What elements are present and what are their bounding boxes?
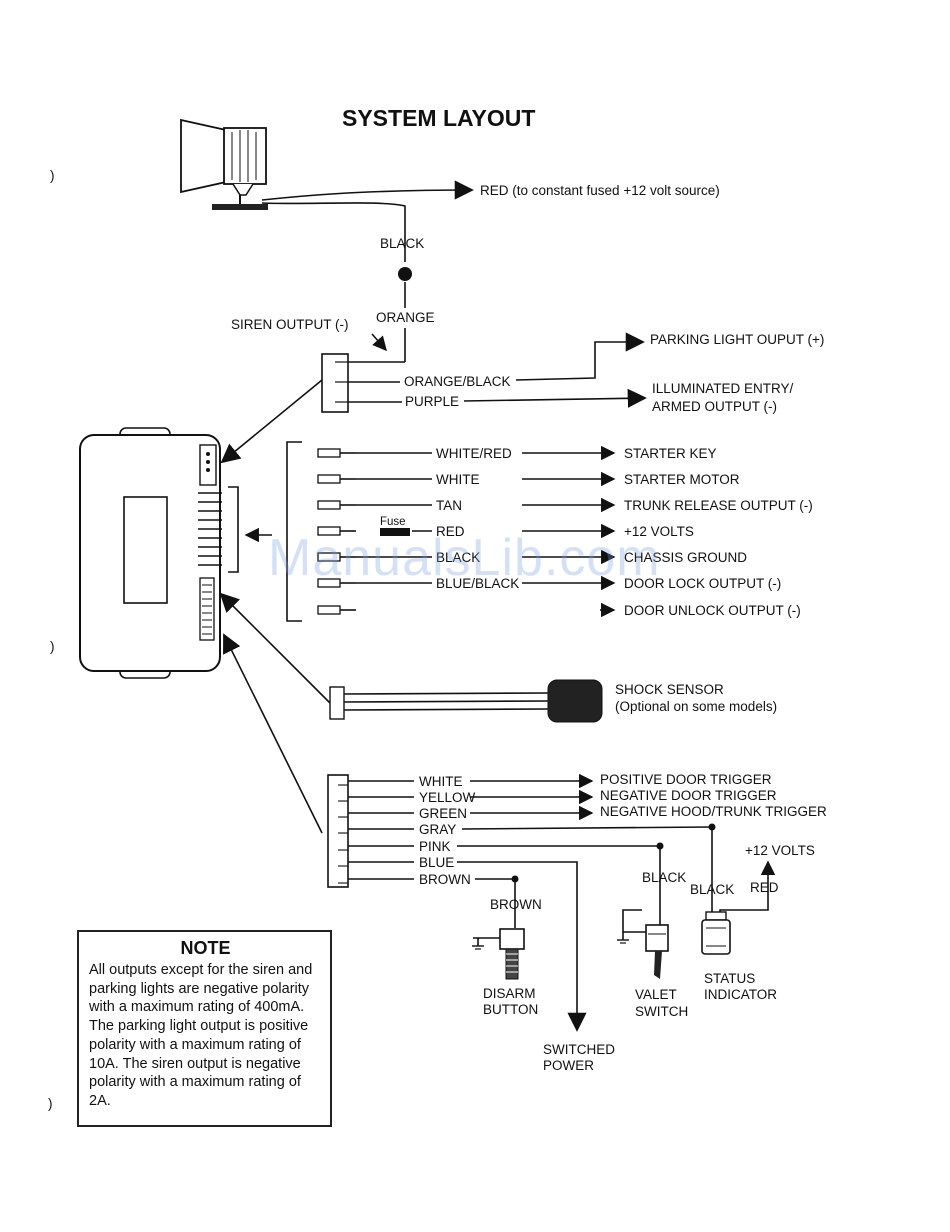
input-wire-color-label: YELLOW bbox=[419, 790, 476, 805]
main-wire-output-label: STARTER MOTOR bbox=[624, 472, 740, 487]
status-label-line1: STATUS bbox=[704, 971, 755, 986]
siren-output-label: SIREN OUTPUT (-) bbox=[231, 317, 349, 332]
siren-wire-junction bbox=[398, 267, 412, 281]
main-wire-output-label: STARTER KEY bbox=[624, 446, 717, 461]
margin-mark: ) bbox=[48, 1096, 53, 1111]
switched-power-line1: SWITCHED bbox=[543, 1042, 615, 1057]
main-wire-plug bbox=[317, 605, 341, 615]
illuminated-entry-wire bbox=[463, 388, 647, 408]
input-harness-wires: WHITE POSITIVE DOOR TRIGGER YELLOW NEGATIVE… bbox=[338, 772, 827, 887]
page-title: SYSTEM LAYOUT bbox=[342, 105, 535, 131]
siren-red-label: RED (to constant fused +12 volt source) bbox=[480, 183, 720, 198]
disarm-brown-label: BROWN bbox=[490, 897, 542, 912]
valet-black-label: BLACK bbox=[642, 870, 686, 885]
main-wire-output-label: DOOR LOCK OUTPUT (-) bbox=[624, 576, 781, 591]
status-label-line2: INDICATOR bbox=[704, 987, 777, 1002]
margin-mark: ) bbox=[50, 639, 55, 654]
shock-sensor-connector bbox=[329, 686, 551, 720]
purple-wire-label: PURPLE bbox=[405, 394, 459, 409]
shock-sensor-arrow bbox=[219, 592, 331, 704]
main-harness-bracket bbox=[228, 486, 239, 573]
input-wire-output-label: NEGATIVE HOOD/TRUNK TRIGGER bbox=[600, 804, 827, 819]
main-wire-plug bbox=[317, 474, 341, 484]
note-text: All outputs except for the siren and par… bbox=[89, 962, 313, 1109]
input-wire-color-label: GRAY bbox=[419, 822, 456, 837]
main-wire-color-label: BLACK bbox=[436, 550, 480, 565]
disarm-label-line2: BUTTON bbox=[483, 1002, 538, 1017]
valet-label-line1: VALET bbox=[635, 987, 677, 1002]
input-wire-color-label: GREEN bbox=[419, 806, 467, 821]
shock-sensor-icon bbox=[547, 679, 603, 723]
main-wire-output-label: +12 VOLTS bbox=[624, 524, 694, 539]
margin-mark: ) bbox=[50, 168, 55, 183]
main-wire-color-label: WHITE/RED bbox=[436, 446, 512, 461]
input-wire-output-label: NEGATIVE DOOR TRIGGER bbox=[600, 788, 777, 803]
input-harness-arrow bbox=[223, 633, 323, 834]
top-connector-arrow bbox=[220, 379, 323, 464]
siren-output-pointer bbox=[371, 333, 387, 352]
parking-light-output-label: PARKING LIGHT OUPUT (+) bbox=[650, 332, 824, 347]
status-indicator-icon bbox=[701, 911, 731, 955]
input-wire-output-label: POSITIVE DOOR TRIGGER bbox=[600, 772, 772, 787]
note-box: NOTE All outputs except for the siren an… bbox=[77, 930, 332, 1127]
blue-wire bbox=[457, 861, 587, 1032]
main-wire-output-label: TRUNK RELEASE OUTPUT (-) bbox=[624, 498, 813, 513]
siren-red-wire bbox=[261, 180, 474, 201]
main-wire-color-label: WHITE bbox=[436, 472, 480, 487]
valet-label-line2: SWITCH bbox=[635, 1004, 688, 1019]
illuminated-entry-label: ILLUMINATED ENTRY/ bbox=[652, 381, 794, 396]
input-wire-color-label: PINK bbox=[419, 839, 451, 854]
status-red-label: RED bbox=[750, 880, 779, 895]
plus12-label: +12 VOLTS bbox=[745, 843, 815, 858]
main-wire-color-label: TAN bbox=[436, 498, 462, 513]
parking-light-wire bbox=[515, 332, 645, 381]
fuse-label: Fuse bbox=[380, 516, 406, 528]
disarm-button-icon bbox=[472, 928, 525, 980]
orange-black-wire-label: ORANGE/BLACK bbox=[404, 374, 511, 389]
shock-sensor-label: SHOCK SENSOR bbox=[615, 682, 724, 697]
input-wire-color-label: BROWN bbox=[419, 872, 471, 887]
fuse-icon bbox=[380, 528, 410, 536]
gray-wire bbox=[461, 826, 713, 830]
valet-switch-icon bbox=[617, 909, 669, 979]
input-wire-color-label: BLUE bbox=[419, 855, 454, 870]
input-wire-color-label: WHITE bbox=[419, 774, 463, 789]
siren-icon bbox=[180, 118, 268, 210]
main-wire-color-label: BLUE/BLACK bbox=[436, 576, 519, 591]
siren-black-wire bbox=[261, 202, 406, 262]
main-wire-output-label: CHASSIS GROUND bbox=[624, 550, 747, 565]
shock-sensor-sublabel: (Optional on some models) bbox=[615, 699, 777, 714]
main-wire-color-label: RED bbox=[436, 524, 465, 539]
note-title: NOTE bbox=[180, 938, 231, 958]
top-connector bbox=[321, 353, 349, 413]
input-connector bbox=[327, 774, 349, 888]
switched-power-line2: POWER bbox=[543, 1058, 594, 1073]
control-module bbox=[79, 427, 222, 679]
armed-output-label: ARMED OUTPUT (-) bbox=[652, 399, 777, 414]
main-wire-output-label: DOOR UNLOCK OUTPUT (-) bbox=[624, 603, 801, 618]
siren-black-label: BLACK bbox=[380, 236, 424, 251]
main-wire-plug bbox=[317, 448, 341, 458]
main-wire-plug bbox=[317, 500, 341, 510]
siren-orange-label: ORANGE bbox=[376, 310, 435, 325]
main-harness-group-bracket bbox=[286, 441, 302, 622]
watermark: ManualsLib.com bbox=[268, 529, 661, 587]
disarm-label-line1: DISARM bbox=[483, 986, 536, 1001]
status-black-label: BLACK bbox=[690, 882, 734, 897]
main-harness-wires: WHITE/RED STARTER KEY WHITE STARTER MOTOR TA… bbox=[317, 445, 813, 618]
